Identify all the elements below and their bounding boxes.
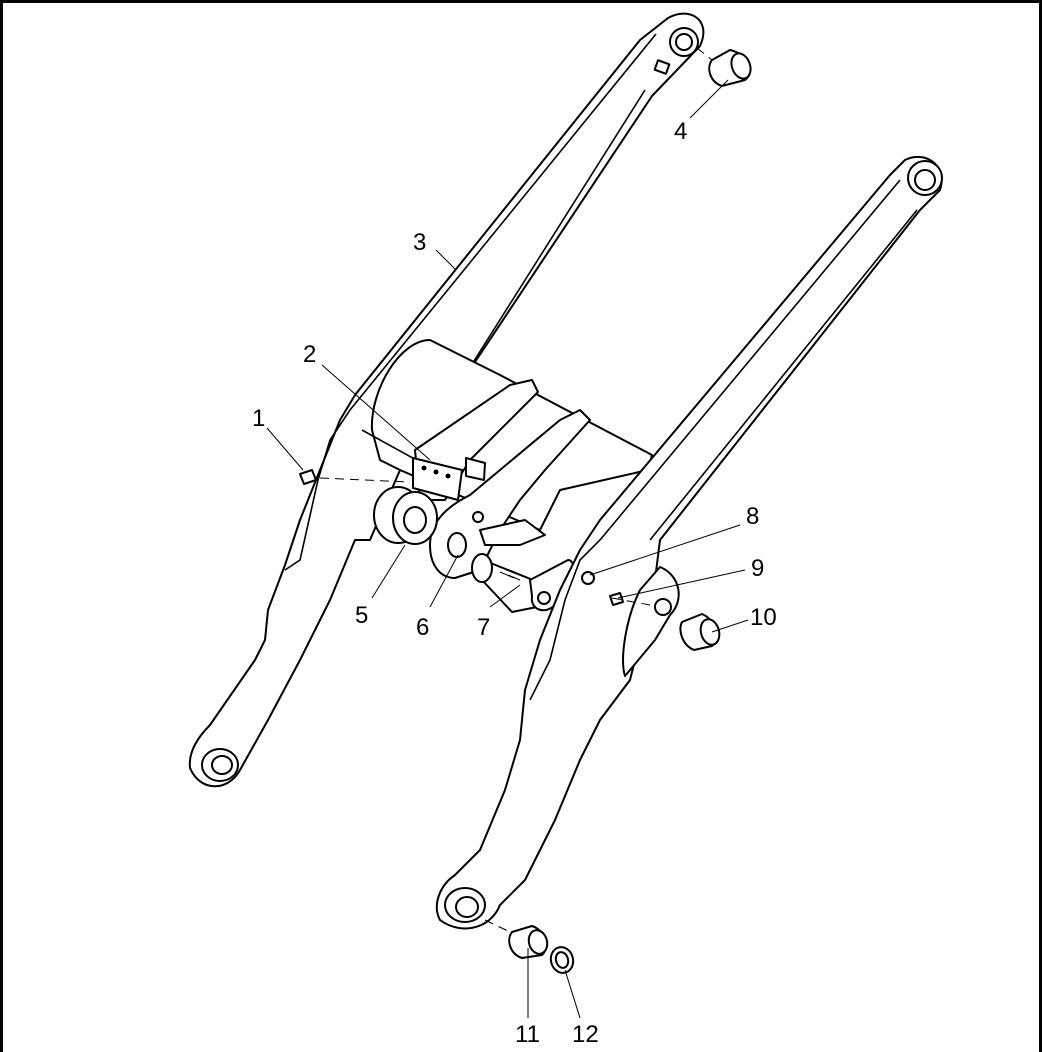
callout-1: 1 (252, 405, 265, 432)
callout-7: 7 (477, 614, 490, 641)
callout-12: 12 (572, 1021, 599, 1048)
pivot-boss (373, 486, 438, 545)
left-lift-arm (188, 12, 705, 788)
callout-5: 5 (355, 602, 368, 629)
mounting-plate (412, 457, 486, 501)
bushing-right (679, 613, 721, 651)
callout-2: 2 (303, 341, 316, 368)
callout-11: 11 (515, 1021, 540, 1048)
callout-9: 9 (751, 555, 764, 582)
bracket-bushing (447, 511, 484, 558)
right-lift-arm (435, 155, 943, 930)
seal-ring (549, 946, 575, 974)
callout-4: 4 (674, 118, 687, 145)
callout-3: 3 (413, 229, 426, 256)
pin-with-plate (471, 553, 575, 613)
bushing-top (708, 49, 752, 87)
leader-lines (266, 79, 749, 1019)
bushing-bottom (508, 925, 549, 959)
callout-10: 10 (750, 604, 777, 631)
callout-8: 8 (746, 503, 759, 530)
grease-nipple-left (299, 469, 317, 485)
callout-labels: 1 2 3 4 5 6 7 8 9 10 11 12 (252, 118, 777, 1048)
center-bracket-right (429, 409, 591, 579)
callout-6: 6 (416, 614, 429, 641)
